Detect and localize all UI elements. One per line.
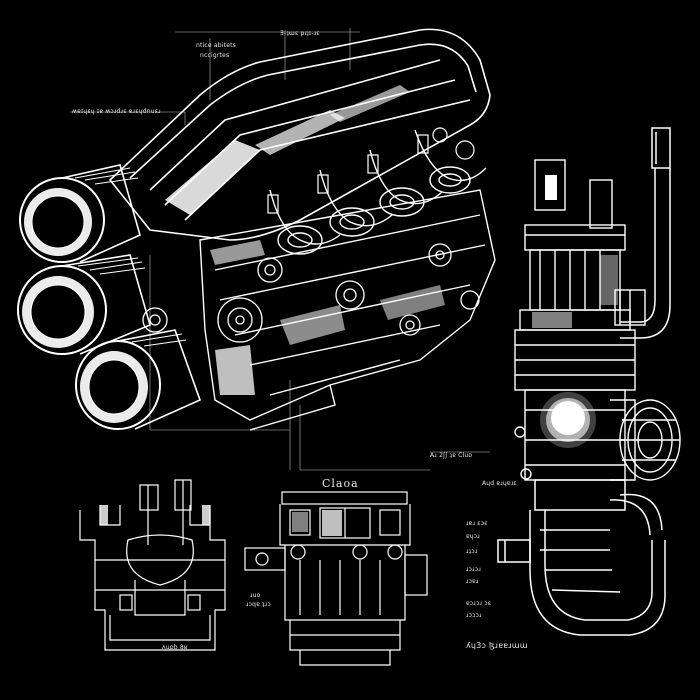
injector-posts xyxy=(267,127,475,214)
accessory-pulleys xyxy=(142,243,480,343)
upper-housing xyxy=(524,159,646,326)
cross-section-left xyxy=(79,479,226,651)
section-left-hatch xyxy=(100,505,210,525)
turbo-glow-sphere xyxy=(540,392,596,448)
pistons xyxy=(17,164,202,430)
label-top-left-leader: ʍɐɪɥɛɥ ɪɐ ʍɔɹdɹɛ ɐɹɛɥdnuɛɹ xyxy=(72,108,161,115)
lower-elbow xyxy=(497,479,666,636)
intake-runners xyxy=(269,129,487,255)
label-right-small-1: ɹɐɹ ɛɔɛ xyxy=(466,520,488,527)
turbo-core xyxy=(514,309,636,481)
label-center-sub-1: ɹuo xyxy=(250,592,261,599)
turbine-wheel xyxy=(610,399,681,481)
piston-bottom xyxy=(75,329,202,430)
label-center-sub-2: ɹɔqɐ ʇɹɔ xyxy=(246,601,271,608)
label-top-right: Ǝ-ʇɯɛ pıʇɪ-ɹɛ xyxy=(280,30,320,37)
section-center-outline xyxy=(244,491,428,666)
label-top-center-1: ntice abitets xyxy=(196,42,236,49)
label-top-center-2: nccigrtes xyxy=(200,52,230,59)
label-right-small-3: ɹʇɔɹ xyxy=(466,548,478,555)
valve-cover-shading xyxy=(165,85,410,215)
engine-block-shading xyxy=(210,240,445,395)
piston-middle xyxy=(17,254,151,355)
label-right-small-6: ɐɔɹɔɹ ɔɛ xyxy=(466,600,492,607)
label-bottom-right-caption: ʎɥ3ɔ ɮɹɐɐɹɯɯ xyxy=(466,641,528,650)
label-right-small-4: ɹɔɹɔɹ xyxy=(466,566,482,573)
cross-section-center xyxy=(244,491,428,666)
label-right-small-5: ɹɔɐɹ xyxy=(466,578,479,585)
label-center-title: Claoa xyxy=(322,477,359,490)
piston-top xyxy=(19,164,141,263)
section-center-shading xyxy=(292,510,342,536)
label-right-leader: Aɥd ɐɹɥɐɹɛ xyxy=(482,480,517,487)
label-mid-leader: Aɹ 2ʃʃ ʇɐ Cluᴅ xyxy=(430,452,473,459)
label-right-small-7: ɹɔɔɔɹ xyxy=(466,612,482,619)
label-bottom-left-caption: ʌupb 8ʁ xyxy=(162,644,188,651)
turbo-pipe-assembly xyxy=(497,127,681,636)
pipe-shading xyxy=(532,255,618,328)
vertical-pipe xyxy=(620,127,671,339)
engine-block xyxy=(199,189,496,431)
label-right-small-2: ɐɥɔɹ xyxy=(466,533,480,540)
main-engine-assembly xyxy=(17,28,496,471)
construction-lines xyxy=(70,28,490,471)
